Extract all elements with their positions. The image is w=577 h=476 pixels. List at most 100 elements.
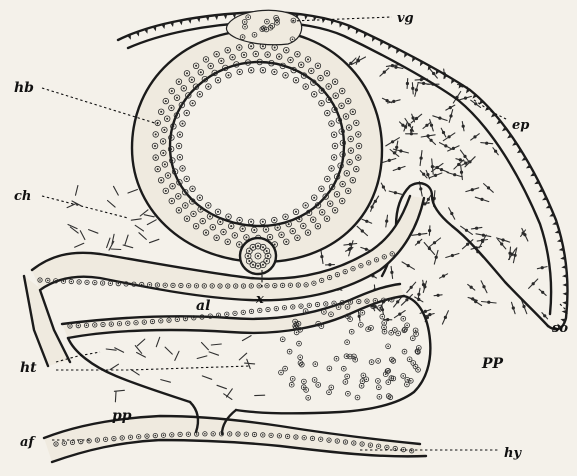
neural-cell-dot: [333, 134, 335, 136]
heart-cell-dot: [383, 322, 385, 324]
mesenchyme-nucleus: [481, 239, 484, 242]
neural-cell-dot: [178, 81, 180, 83]
heart-cell-dot: [329, 368, 331, 370]
heart-cell-dot: [415, 333, 417, 335]
mesenchyme-nucleus: [440, 168, 443, 171]
neural-cell-dot: [170, 148, 172, 150]
mesenchyme-nucleus: [438, 117, 441, 120]
neural-cell-dot: [250, 69, 252, 71]
mesenchyme-nucleus: [449, 114, 452, 117]
gut-cell-dot: [300, 305, 302, 307]
gut-cell-dot: [350, 301, 352, 303]
mesenchyme-nucleus: [485, 142, 488, 145]
hypoblast-cell-dot: [188, 433, 190, 435]
mesenchyme-nucleus: [480, 198, 483, 201]
mesenchyme-nucleus: [541, 291, 544, 294]
heart-cell-dot: [298, 343, 300, 345]
hypoblast-cell-dot: [55, 443, 57, 445]
neural-cell-dot: [285, 216, 287, 218]
mesenchyme-nucleus: [463, 155, 466, 158]
hypoblast-cell-dot: [262, 434, 264, 436]
neural-cell-dot: [178, 145, 180, 147]
mesenchyme-nucleus: [405, 298, 408, 301]
neural-cell-dot: [307, 58, 309, 60]
heart-cell-dot: [397, 333, 399, 335]
mesenchyme-nucleus: [487, 301, 490, 304]
label-hy: hy: [504, 446, 522, 461]
hypoblast-cell-dot: [212, 433, 214, 435]
neural-cell-dot: [341, 105, 343, 107]
heart-cell-dot: [372, 306, 374, 308]
gut-cell-dot: [86, 325, 88, 327]
heart-cell-dot: [378, 387, 380, 389]
neural-cell-dot: [171, 160, 173, 162]
neural-cell-dot: [321, 211, 323, 213]
neural-cell-dot: [341, 90, 343, 92]
gut-cell-dot: [118, 283, 120, 285]
heart-cell-dot: [363, 375, 365, 377]
notochord-cell-dot: [262, 264, 264, 266]
heart-cell-dot: [415, 366, 417, 368]
heart-cell-dot: [328, 392, 330, 394]
neural-cell-dot: [199, 93, 201, 95]
gut-cell-dot: [313, 282, 315, 284]
hypoblast-cell-dot: [146, 435, 148, 437]
heart-cell-dot: [347, 306, 349, 308]
mesenchyme-nucleus: [419, 187, 422, 190]
notochord-cell-dot: [257, 245, 259, 247]
gut-cell-dot: [218, 314, 220, 316]
mesenchyme-nucleus: [437, 294, 440, 297]
mesenchyme-nucleus: [422, 173, 425, 176]
gut-cell-dot: [266, 285, 268, 287]
neural-cell-dot: [224, 67, 226, 69]
mesenchyme-nucleus: [422, 82, 425, 85]
mesenchyme-nucleus: [482, 285, 485, 288]
mesenchyme-nucleus: [391, 140, 394, 143]
label-vg: vg: [397, 11, 414, 26]
mesenchyme-nucleus: [427, 134, 430, 137]
gut-cell-dot: [71, 281, 73, 283]
mesenchyme-nucleus: [382, 185, 385, 188]
gut-cell-dot: [125, 283, 127, 285]
neural-cell-dot: [265, 229, 267, 231]
gut-cell-dot: [333, 302, 335, 304]
ganglion-cell-dot: [266, 21, 268, 23]
neural-cell-dot: [228, 216, 230, 218]
ganglion-cell-dot: [270, 27, 272, 29]
label-x: x: [255, 292, 264, 307]
gut-cell-dot: [110, 283, 112, 285]
neural-cell-dot: [177, 195, 179, 197]
hypoblast-cell-dot: [179, 434, 181, 436]
hypoblast-cell-dot: [72, 442, 74, 444]
mesenchyme-nucleus: [453, 173, 456, 176]
neural-cell-dot: [357, 157, 359, 159]
heart-cell-dot: [323, 311, 325, 313]
gut-cell-dot: [63, 280, 65, 282]
neural-cell-dot: [305, 204, 307, 206]
neural-cell-dot: [288, 223, 290, 225]
notochord: [240, 238, 276, 274]
neural-cell-dot: [160, 179, 162, 181]
heart-cell-dot: [357, 397, 359, 399]
neural-cell-dot: [328, 99, 330, 101]
neural-cell-dot: [331, 123, 333, 125]
hypoblast-cell-dot: [394, 448, 396, 450]
neural-cell-dot: [310, 70, 312, 72]
mesenchyme-nucleus: [502, 238, 505, 241]
heart-cell-dot: [406, 325, 408, 327]
heart-cell-dot: [295, 327, 297, 329]
mesenchyme-nucleus: [449, 106, 452, 109]
neural-cell-dot: [338, 119, 340, 121]
heart-cell-dot: [353, 356, 355, 358]
mesenchyme-nucleus: [418, 233, 421, 236]
mesenchyme-nucleus: [543, 314, 546, 317]
hypoblast-cell-dot: [370, 444, 372, 446]
neural-cell-dot: [325, 196, 327, 198]
neural-cell-dot: [205, 58, 207, 60]
neural-cell-dot: [210, 65, 212, 67]
gut-cell-dot: [284, 307, 286, 309]
neural-cell-dot: [227, 241, 229, 243]
neural-cell-dot: [320, 188, 322, 190]
neural-cell-dot: [239, 71, 241, 73]
neural-cell-dot: [253, 229, 255, 231]
